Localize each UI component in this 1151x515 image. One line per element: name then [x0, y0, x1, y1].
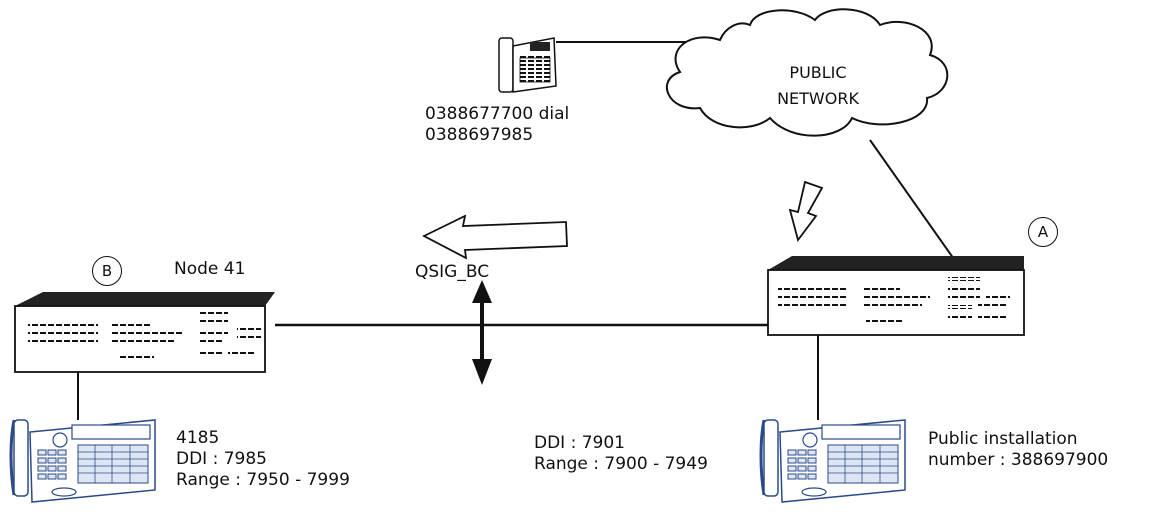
- phone-a-range: Range : 7900 - 7949: [534, 454, 708, 474]
- phone-b-extension: 4185: [176, 428, 220, 448]
- public-network-line2: NETWORK: [777, 89, 859, 108]
- double-arrow: [472, 280, 492, 385]
- external-phone-label: 0388677700 dial 0388697985: [425, 104, 569, 146]
- node-a-marker: A: [1028, 217, 1058, 247]
- public-network-label: PUBLIC NETWORK: [738, 60, 898, 112]
- public-installation-line1: Public installation: [928, 429, 1078, 449]
- phone-b-info: 4185 DDI : 7985 Range : 7950 - 7999: [176, 428, 350, 491]
- node-b-name: Node 41: [174, 259, 246, 279]
- node-b-marker: B: [92, 256, 122, 286]
- phone-a-info: DDI : 7901 Range : 7900 - 7949: [534, 433, 708, 475]
- phone-b-ddi: DDI : 7985: [176, 449, 267, 469]
- public-installation-info: Public installation number : 388697900: [928, 429, 1108, 471]
- public-network-line1: PUBLIC: [789, 63, 847, 82]
- external-phone-line1: 0388677700 dial: [425, 104, 570, 124]
- public-network-cloud: [666, 8, 949, 137]
- phone-b-range: Range : 7950 - 7999: [176, 470, 350, 490]
- incoming-call-arrow: [788, 180, 824, 243]
- external-phone-line2: 0388697985: [425, 125, 534, 145]
- phone-a-ddi: DDI : 7901: [534, 433, 625, 453]
- phone-node-a: [759, 419, 906, 503]
- node-b-pbx: [14, 292, 275, 373]
- qsig-link-label: QSIG_BC: [415, 262, 490, 282]
- phone-node-b: [9, 419, 156, 503]
- node-a-pbx: [767, 256, 1025, 336]
- qsig-transfer-arrow: [422, 214, 568, 260]
- line-network-to-node-a: [869, 139, 957, 263]
- public-installation-line2: number : 388697900: [928, 450, 1109, 470]
- external-phone: [498, 37, 557, 93]
